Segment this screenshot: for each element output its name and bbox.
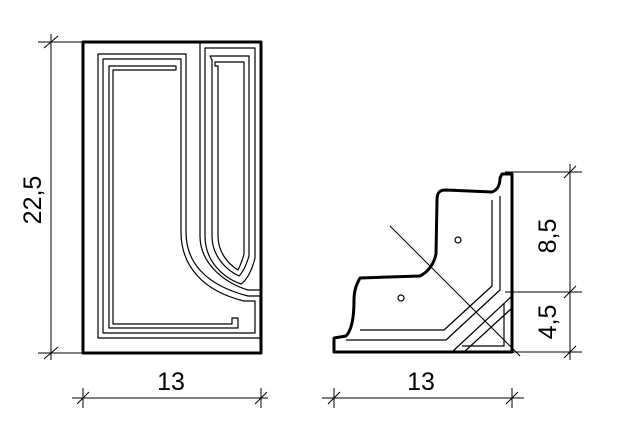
front-left-channel-inner <box>102 58 256 334</box>
front-outer-outline <box>81 40 263 355</box>
front-left-channel-outer <box>97 53 261 339</box>
front-right-channel-outer <box>199 42 261 291</box>
side-height-dimension: 8,5 4,5 <box>505 164 582 360</box>
front-height-label: 22,5 <box>19 176 47 225</box>
side-width-label: 13 <box>407 368 435 396</box>
side-lower-height-label: 4,5 <box>534 305 562 340</box>
side-width-dimension: 13 <box>322 368 524 408</box>
side-axis-line <box>389 225 521 357</box>
front-width-label: 13 <box>157 368 185 396</box>
front-right-channel-line <box>214 61 245 271</box>
side-profile-inner <box>346 196 501 341</box>
front-right-channel-mid <box>204 47 256 285</box>
side-profile-outline <box>332 172 514 354</box>
front-view <box>81 40 263 355</box>
side-hole-upper <box>454 236 462 244</box>
side-upper-height-label: 8,5 <box>534 219 562 254</box>
front-width-dimension: 13 <box>72 368 268 408</box>
side-corner-block <box>451 295 513 353</box>
side-profile-inner-2 <box>360 200 493 331</box>
front-left-channel-line <box>108 65 239 329</box>
side-view <box>332 172 521 357</box>
front-height-dimension: 22,5 <box>19 34 90 360</box>
side-hole-lower <box>397 294 405 302</box>
front-right-channel-inner <box>209 55 250 277</box>
